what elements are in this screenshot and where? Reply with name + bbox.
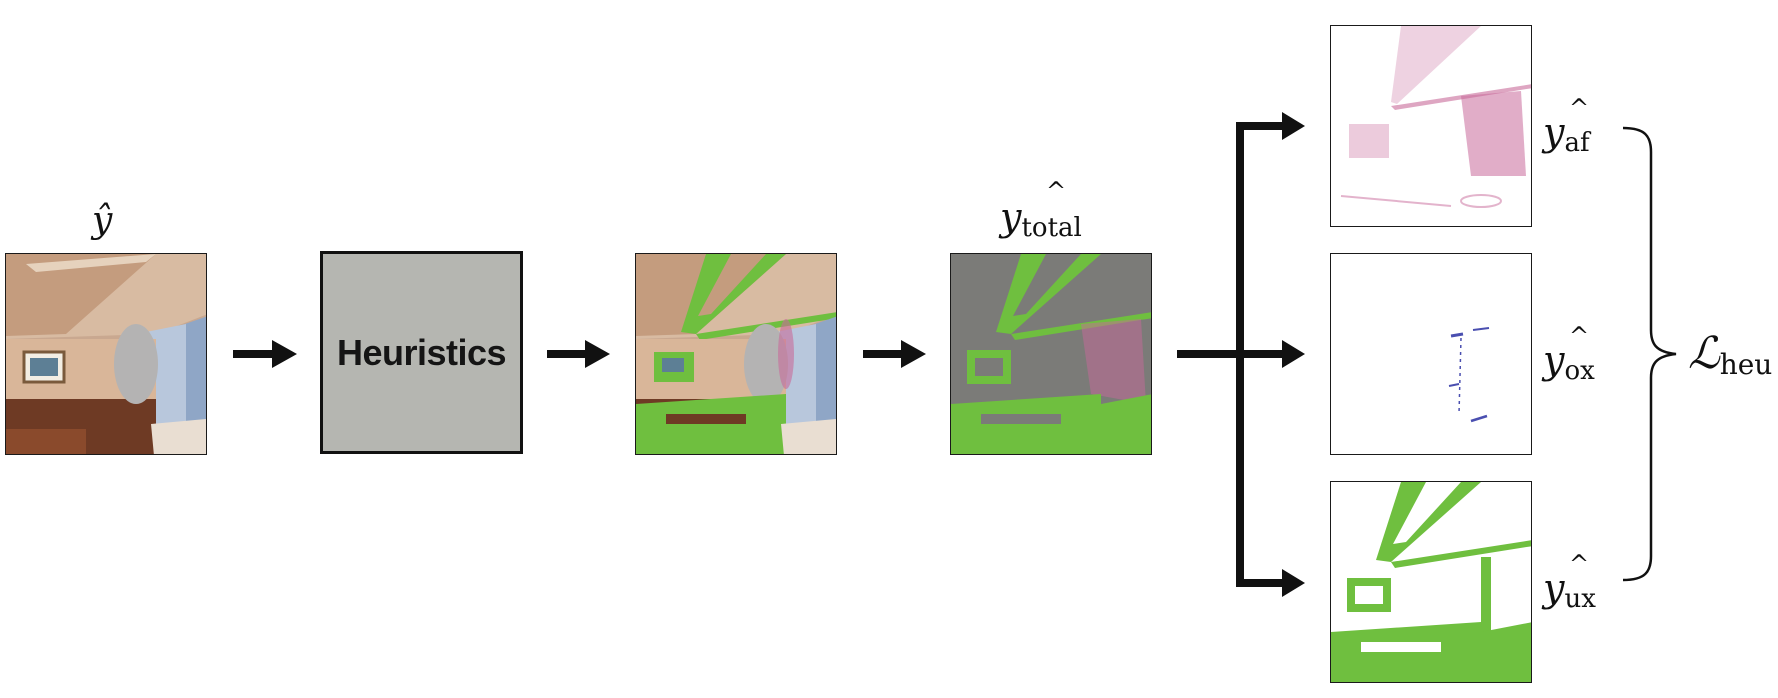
total-label: ytotal ^: [1000, 177, 1082, 243]
ux-label: yux ^: [1543, 550, 1596, 614]
loss-brace: [1622, 126, 1677, 582]
af-image: [1330, 25, 1532, 227]
input-image: [5, 253, 207, 455]
heuristics-label: Heuristics: [336, 331, 507, 373]
overlay-image: [635, 253, 837, 455]
ox-label: yox ^: [1543, 322, 1595, 386]
total-image: [950, 253, 1152, 455]
loss-label: ℒheu: [1688, 328, 1773, 381]
input-label: ŷ: [92, 200, 113, 241]
heuristics-box: Heuristics: [320, 251, 523, 454]
ox-image: [1330, 253, 1532, 455]
ux-image: [1330, 481, 1532, 683]
af-label: yaf ^: [1543, 94, 1590, 158]
